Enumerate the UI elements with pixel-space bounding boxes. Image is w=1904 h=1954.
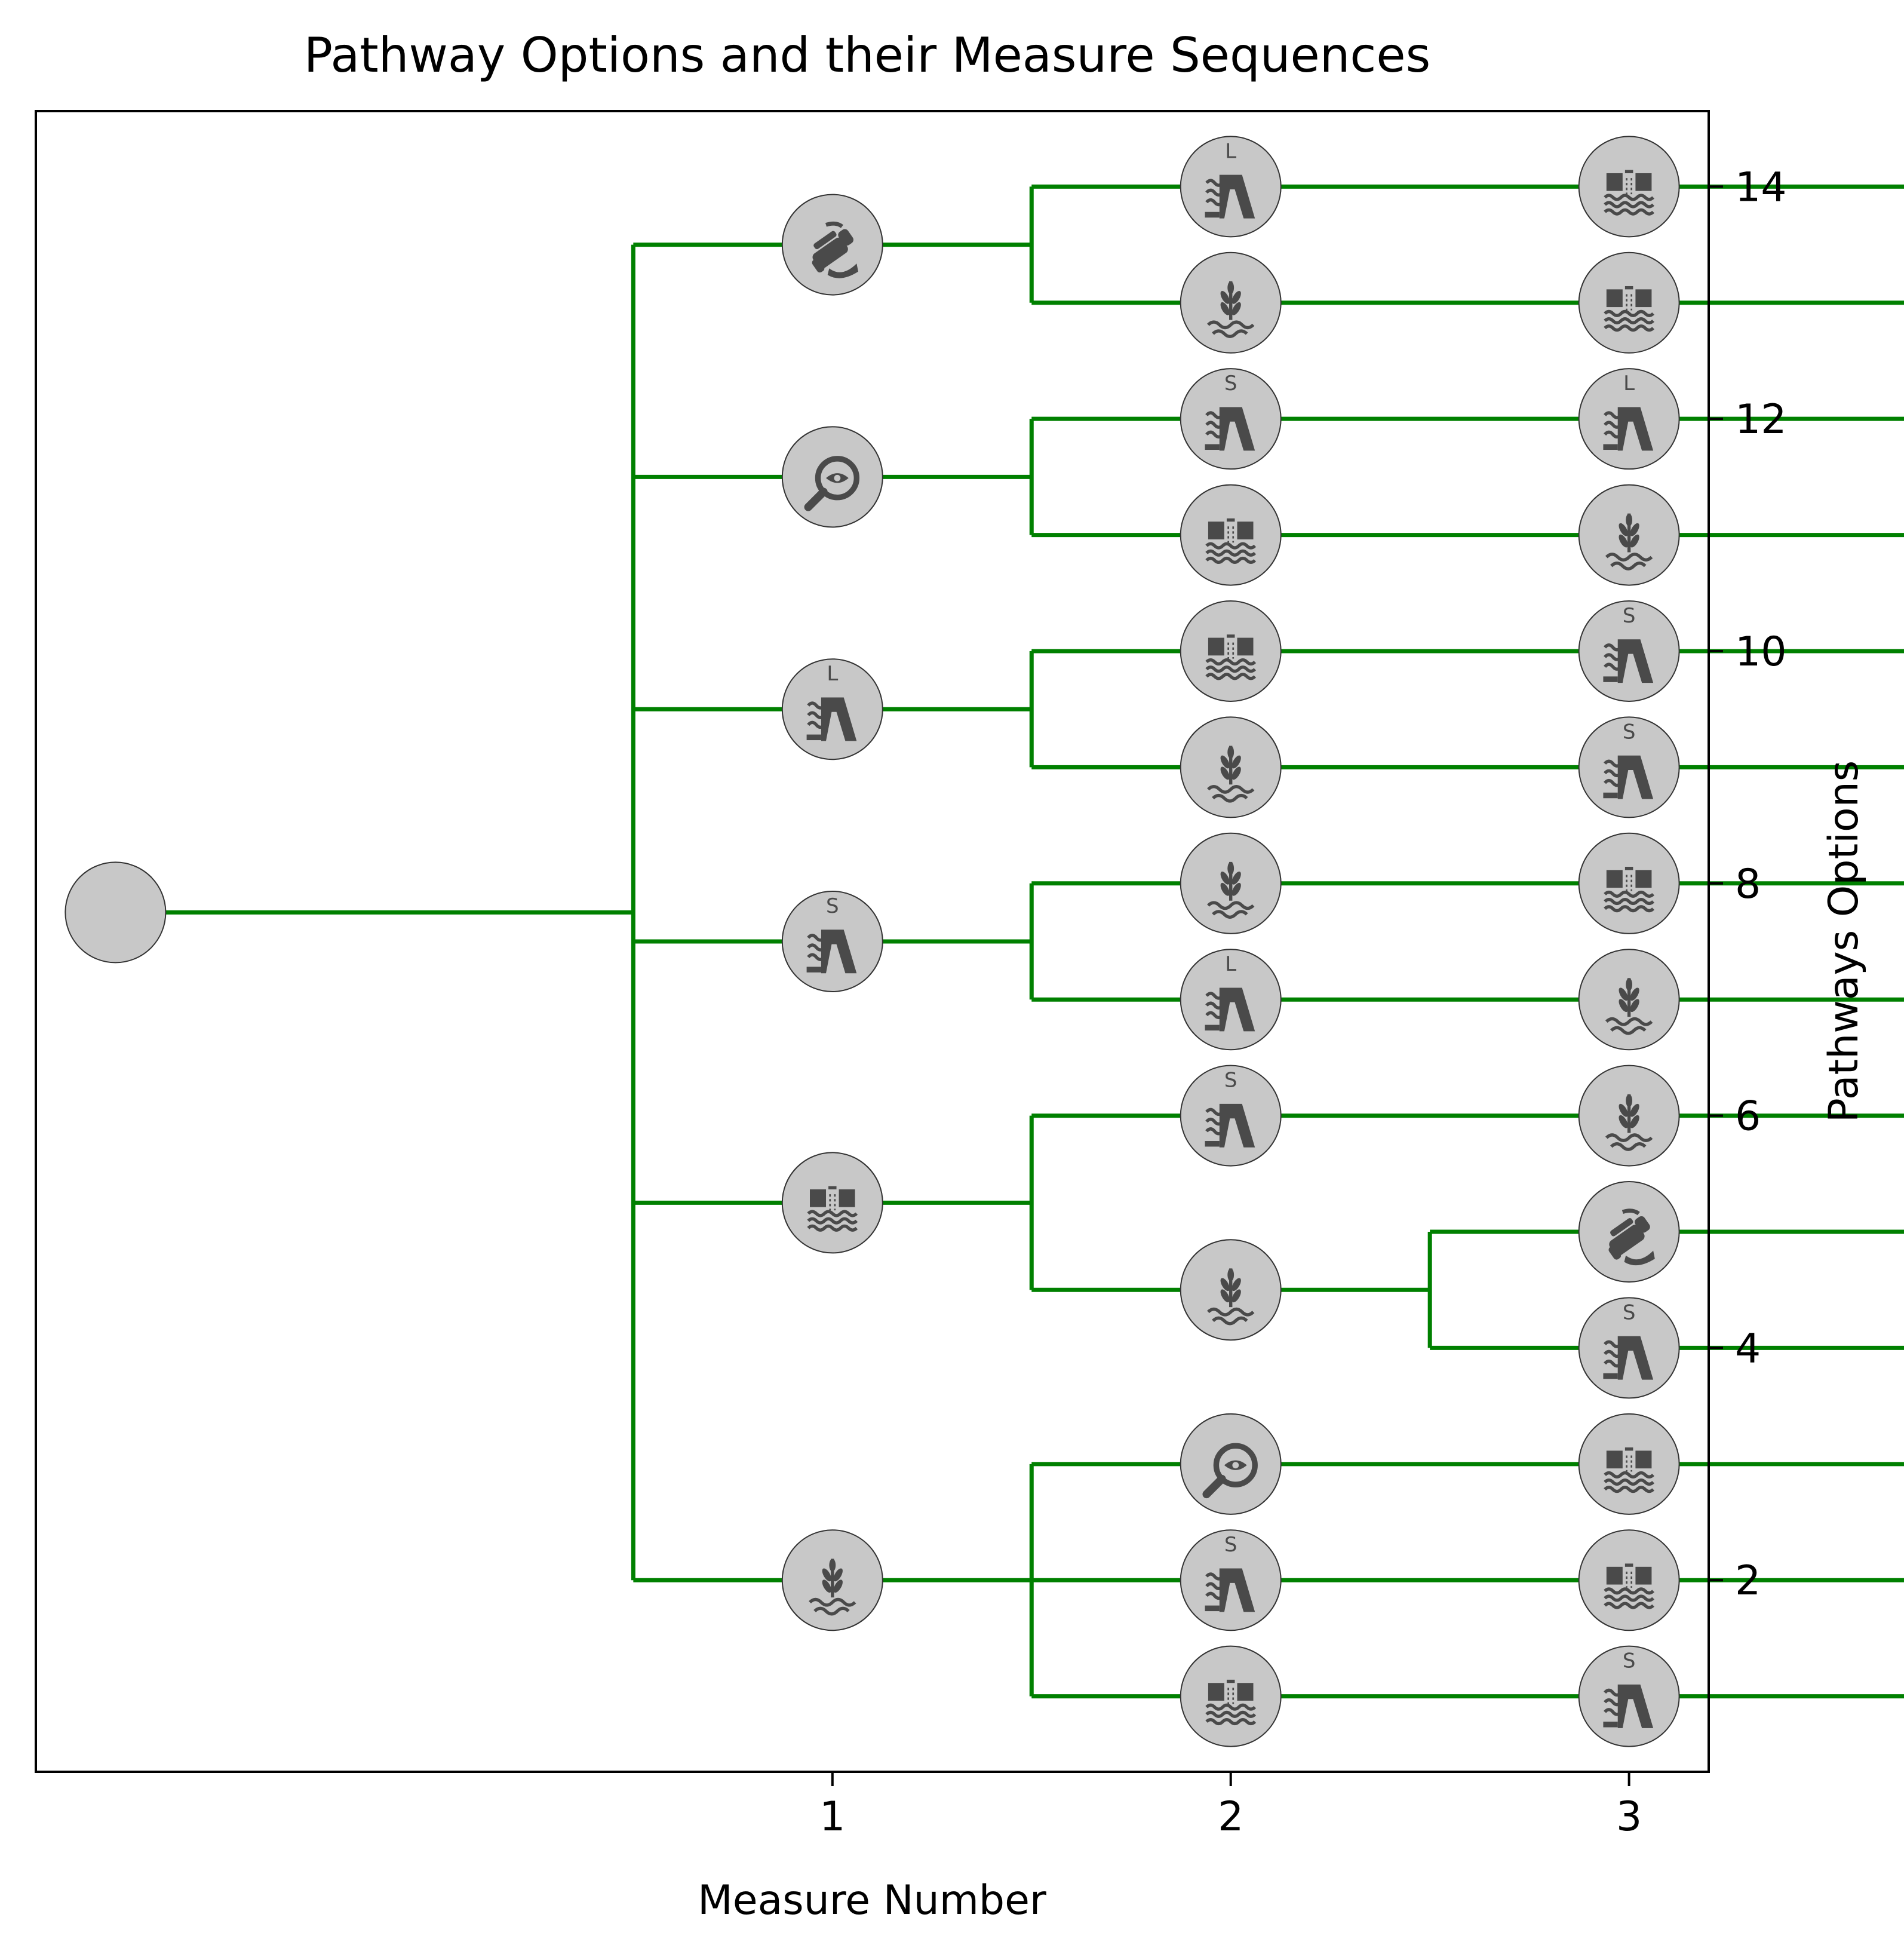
measure-node: S (1180, 368, 1282, 470)
measure-node: S (1578, 1297, 1680, 1399)
measure-node: L (1180, 136, 1282, 238)
measure-nodes: LSLSLSSLSSSSSSSLLLLLLL (65, 136, 1680, 1747)
measure-node (1578, 484, 1680, 586)
node-letter-label: S (1224, 1069, 1237, 1093)
measure-node (781, 194, 883, 296)
measure-node (1578, 1413, 1680, 1515)
measure-node (1180, 251, 1282, 354)
node-letter-label: L (827, 662, 838, 686)
measure-node: S (781, 891, 883, 992)
measure-node: L (781, 658, 883, 760)
y-tick-label: 12 (1735, 396, 1787, 443)
measure-node: S (1180, 1529, 1282, 1631)
node-circle (1578, 251, 1680, 354)
node-letter-label: S (1623, 1300, 1636, 1324)
y-tick-label: 10 (1735, 628, 1787, 676)
measure-node (1180, 484, 1282, 586)
x-axis: 1234 (819, 1772, 1642, 1840)
measure-node (781, 426, 883, 528)
node-letter-label: S (1623, 604, 1636, 628)
measure-node (1578, 1065, 1680, 1167)
node-letter-label: S (1224, 1533, 1237, 1557)
measure-node (1578, 1529, 1680, 1631)
y-tick-label: 4 (1735, 1325, 1761, 1372)
measure-node (1578, 251, 1680, 354)
measure-node: L (1180, 949, 1282, 1051)
measure-node (1180, 600, 1282, 702)
measure-node (1578, 949, 1680, 1051)
measure-node: S (1578, 716, 1680, 818)
measure-node (1578, 1181, 1680, 1283)
y-tick-label: 8 (1735, 861, 1761, 908)
y-tick-label: 2 (1735, 1557, 1761, 1605)
measure-node (781, 1152, 883, 1254)
node-circle (1578, 1529, 1680, 1631)
y-tick-label: 14 (1735, 164, 1787, 211)
node-letter-label: L (1623, 372, 1635, 395)
measure-node: L (1578, 368, 1680, 470)
measure-node: S (1578, 1645, 1680, 1747)
x-tick-label: 1 (819, 1793, 845, 1840)
x-axis-label: Measure Number (698, 1877, 1046, 1924)
chart-title: Pathway Options and their Measure Sequen… (304, 27, 1431, 83)
node-circle (1180, 600, 1282, 702)
measure-node (1180, 1413, 1282, 1515)
measure-node (1180, 1645, 1282, 1747)
x-tick-label: 2 (1218, 1793, 1243, 1840)
root-node (65, 861, 167, 964)
node-letter-label: S (1623, 720, 1636, 744)
measure-node: S (1578, 600, 1680, 702)
measure-node (1180, 716, 1282, 818)
node-letter-label: S (1623, 1649, 1636, 1673)
measure-node (1578, 136, 1680, 238)
node-circle (1180, 484, 1282, 586)
node-letter-label: L (1225, 139, 1236, 163)
measure-node: S (1180, 1065, 1282, 1167)
y-axis: 2 4 6 8 10 12 14 (1709, 164, 1787, 1605)
measure-node (1180, 1239, 1282, 1341)
node-circle (1180, 1645, 1282, 1747)
node-letter-label: S (826, 894, 839, 918)
y-axis-label: Pathways Options (1820, 760, 1868, 1122)
x-tick-label: 3 (1616, 1793, 1642, 1840)
node-circle (781, 1152, 883, 1254)
measure-node (781, 1529, 883, 1631)
measure-node (1180, 832, 1282, 934)
node-letter-label: L (1225, 952, 1236, 976)
node-circle (1578, 832, 1680, 934)
node-circle (1578, 1413, 1680, 1515)
plot-frame (35, 110, 1710, 1773)
node-circle (1578, 136, 1680, 238)
y-tick-label: 6 (1735, 1093, 1761, 1140)
node-letter-label: S (1224, 372, 1237, 395)
measure-node (1578, 832, 1680, 934)
